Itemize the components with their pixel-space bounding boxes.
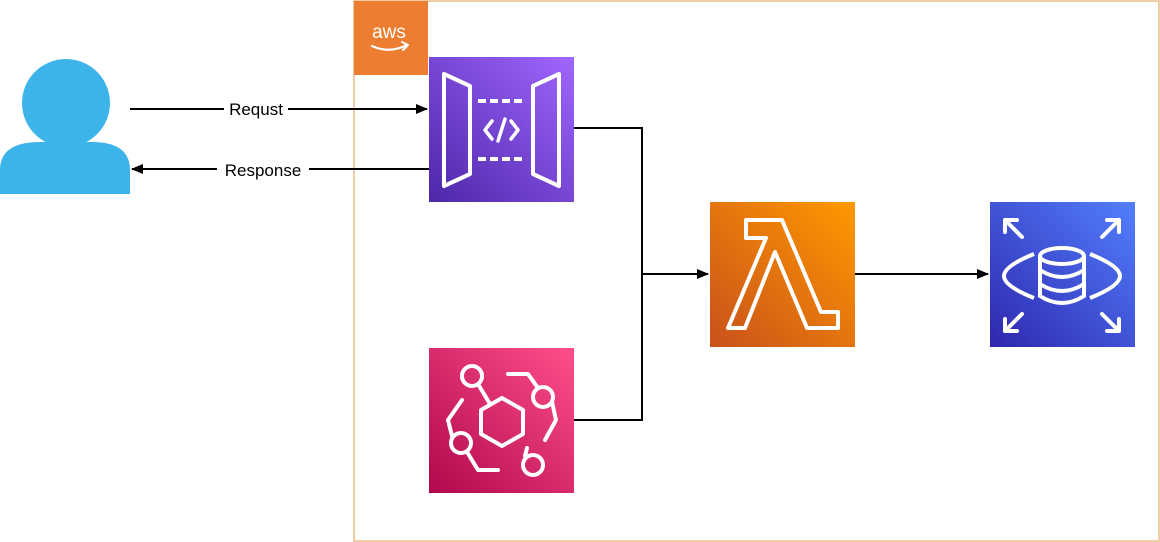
aws-logo-text: aws <box>372 22 406 43</box>
api-to-lambda-connector <box>574 127 643 274</box>
aws-logo: aws <box>354 1 428 75</box>
aws-cloud-boundary <box>353 0 1160 542</box>
response-label: Response <box>225 161 302 180</box>
user-icon <box>0 59 130 194</box>
rds-database-icon <box>990 202 1135 347</box>
request-label: Requst <box>229 100 283 119</box>
eventbridge-icon <box>429 348 574 493</box>
lambda-icon <box>710 202 855 347</box>
eventbridge-to-lambda-connector <box>574 274 643 421</box>
api-gateway-icon <box>429 57 574 202</box>
